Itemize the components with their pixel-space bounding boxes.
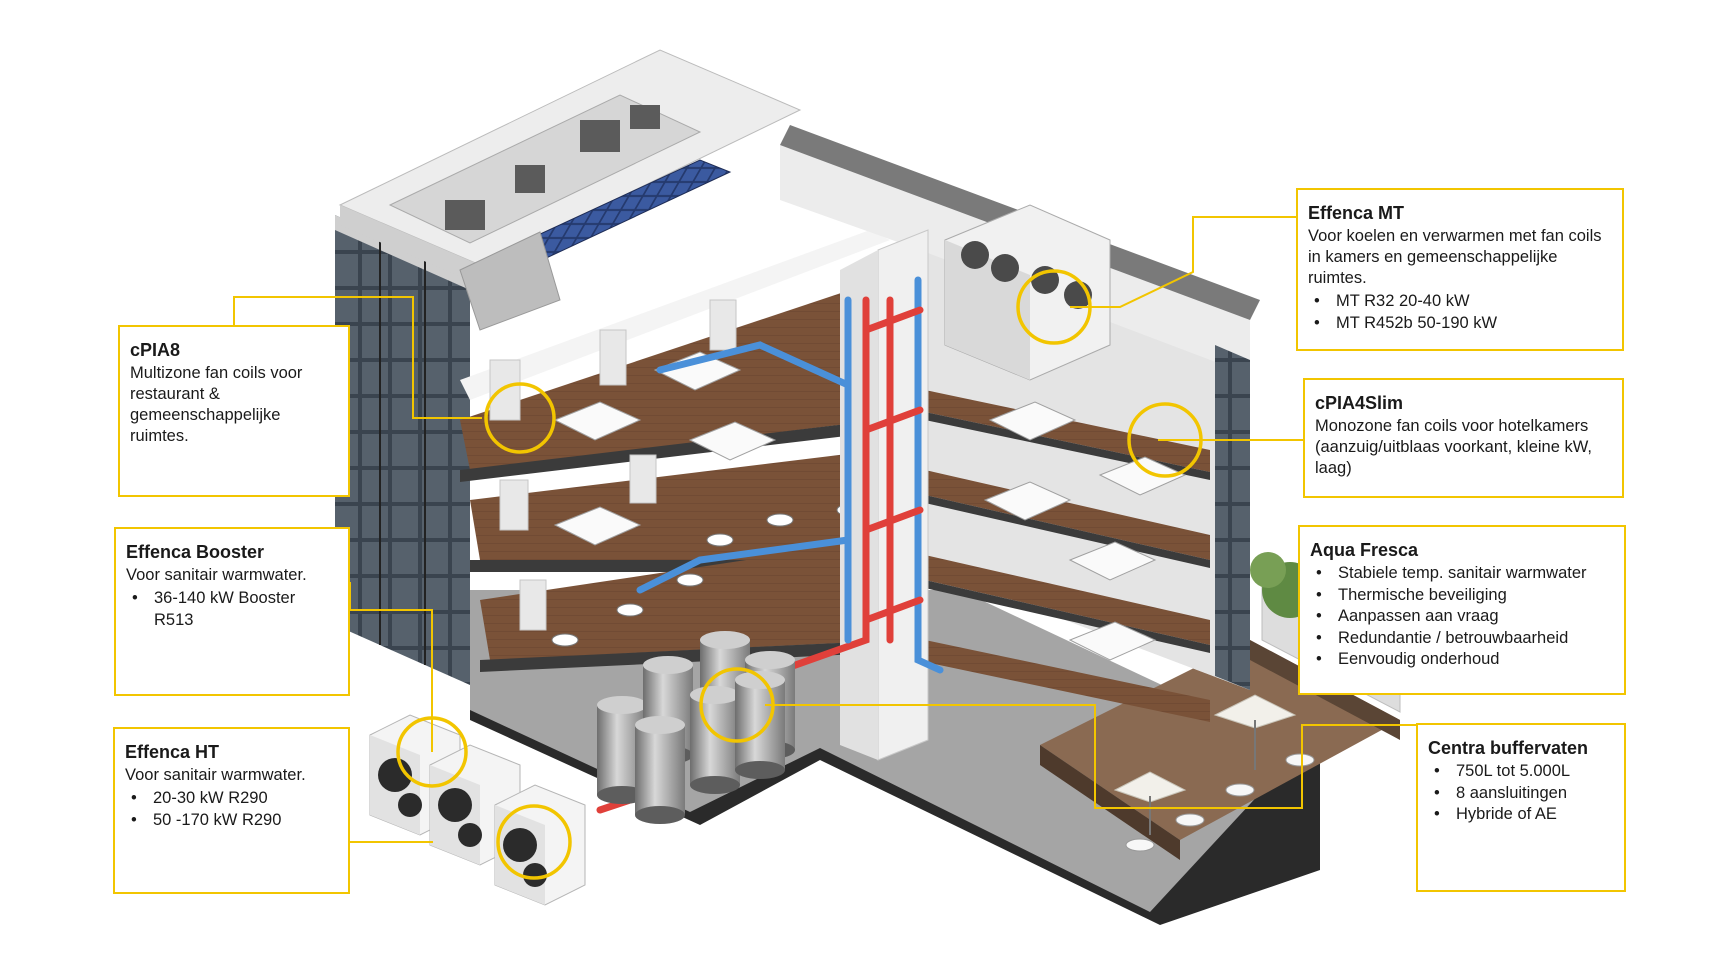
callout-effenca-mt: Effenca MT Voor koelen en verwarmen met … <box>1296 188 1624 351</box>
callout-centra-buffervaten: Centra buffervaten 750L tot 5.000L 8 aan… <box>1416 723 1626 892</box>
callout-list: 36-140 kW Booster R513 <box>126 588 338 631</box>
list-item: 20-30 kW R290 <box>125 788 338 810</box>
glass-tower <box>335 215 470 685</box>
callout-description: Monozone fan coils voor hotelkamers (aan… <box>1315 417 1592 477</box>
list-item: 50 -170 kW R290 <box>125 810 338 832</box>
highlight-circles <box>396 269 1203 880</box>
callout-list: 20-30 kW R290 50 -170 kW R290 <box>125 788 338 831</box>
callout-description: Voor koelen en verwarmen met fan coils i… <box>1308 227 1602 287</box>
list-item: 36-140 kW Booster R513 <box>126 588 338 631</box>
highlight-effenca-ht-icon <box>496 804 572 880</box>
callout-list: Stabiele temp. sanitair warmwater Thermi… <box>1310 563 1614 671</box>
highlight-effenca-booster-icon <box>396 716 468 788</box>
callout-title: Effenca Booster <box>126 542 265 562</box>
callout-effenca-ht: Effenca HT Voor sanitair warmwater. 20-3… <box>113 727 350 894</box>
list-item: Eenvoudig onderhoud <box>1310 649 1614 671</box>
buffer-tank-icon <box>597 631 795 824</box>
patio-umbrella-icon <box>1113 694 1297 835</box>
list-item: MT R32 20-40 kW <box>1308 291 1612 313</box>
highlight-cpia4slim-icon <box>1127 402 1203 478</box>
callout-title: Aqua Fresca <box>1310 540 1419 560</box>
list-item: Aanpassen aan vraag <box>1310 606 1614 628</box>
list-item: Thermische beveiliging <box>1310 585 1614 607</box>
right-tower <box>780 125 1260 722</box>
list-item: Hybride of AE <box>1428 804 1614 826</box>
list-item: Stabiele temp. sanitair warmwater <box>1310 563 1614 585</box>
callout-effenca-booster: Effenca Booster Voor sanitair warmwater.… <box>114 527 350 696</box>
highlight-effenca-mt-icon <box>1016 269 1092 345</box>
callout-description: Voor sanitair warmwater. <box>126 566 307 584</box>
callout-cpia4slim: cPIA4Slim Monozone fan coils voor hotelk… <box>1303 378 1624 498</box>
left-wing-floors <box>460 230 900 672</box>
callout-description: Voor sanitair warmwater. <box>125 766 306 784</box>
list-item: 750L tot 5.000L <box>1428 761 1614 783</box>
rooftop-chiller <box>944 204 1111 381</box>
callout-title: Effenca HT <box>125 742 220 762</box>
list-item: 8 aansluitingen <box>1428 783 1614 805</box>
rooftop <box>338 49 802 331</box>
highlight-centra-icon <box>699 667 775 743</box>
highlight-cpia8-icon <box>484 382 556 454</box>
callout-description: Multizone fan coils voor restaurant & ge… <box>130 364 303 445</box>
list-item: MT R452b 50-190 kW <box>1308 313 1612 335</box>
list-item: Redundantie / betrouwbaarheid <box>1310 628 1614 650</box>
callout-title: Centra buffervaten <box>1428 738 1589 758</box>
callout-leader-lines <box>233 216 1416 843</box>
callout-title: Effenca MT <box>1308 203 1405 223</box>
callout-list: 750L tot 5.000L 8 aansluitingen Hybride … <box>1428 761 1614 826</box>
callout-title: cPIA8 <box>130 340 181 360</box>
callout-cpia8: cPIA8 Multizone fan coils voor restauran… <box>118 325 350 497</box>
callout-list: MT R32 20-40 kW MT R452b 50-190 kW <box>1308 291 1612 334</box>
callout-aqua-fresca: Aqua Fresca Stabiele temp. sanitair warm… <box>1298 525 1626 695</box>
callout-title: cPIA4Slim <box>1315 393 1404 413</box>
